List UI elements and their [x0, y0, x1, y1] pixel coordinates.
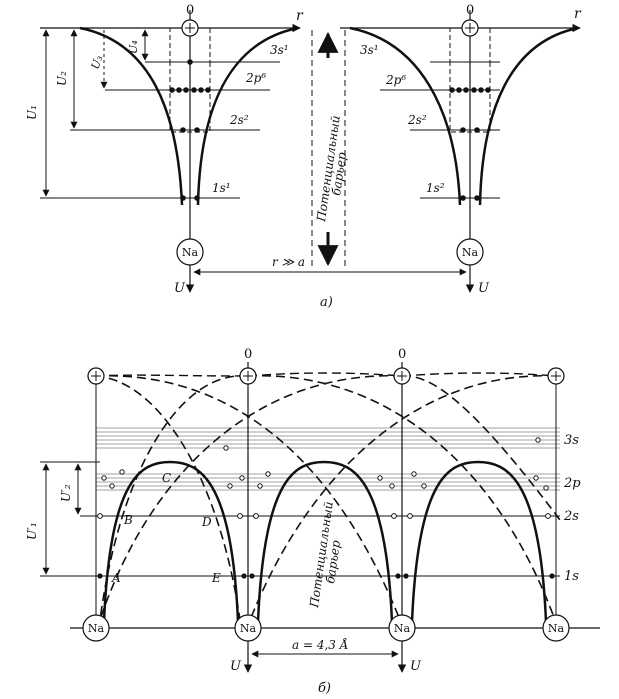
panel-b: 0 0 Na Na Na Na U U a = 4,3 Å Потенциаль…	[25, 347, 600, 696]
left-2p-electrons	[169, 87, 211, 93]
left-na-nucleus: Na	[176, 238, 204, 266]
top-nucleus-3-plus-icon	[393, 367, 411, 385]
depth-u2-prime-label: U′₂	[59, 484, 73, 502]
dashed-arc-1	[94, 375, 241, 621]
electrons-1s	[97, 573, 555, 579]
na-label-1: Na	[88, 622, 105, 635]
dashed-arc-2	[94, 375, 401, 621]
left-2s-electrons	[180, 127, 200, 133]
right-r-axis-label: r	[574, 6, 582, 22]
depth-u4-label: U₄	[127, 40, 140, 54]
crystal-well-2	[256, 460, 394, 623]
dashed-arc-4	[247, 375, 556, 621]
dashed-top-link-3	[401, 372, 557, 377]
level-label-2p: 2p	[563, 476, 581, 491]
level-label-2s: 2s	[563, 509, 579, 524]
left-u-axis-label: U	[174, 281, 186, 296]
level-label-3s: 3s	[564, 433, 579, 448]
right-potential-curve-outer	[349, 26, 462, 206]
left-level-label-1s: 1s¹	[212, 181, 231, 195]
dashed-arc-7	[401, 375, 561, 521]
panel-a-caption: а)	[320, 295, 333, 310]
u-axis-label-3: U	[410, 659, 422, 674]
left-1s-electrons	[180, 195, 200, 201]
electrons-3s	[223, 437, 541, 451]
right-level-label-2s: 2s²	[407, 113, 427, 127]
dashed-arc-3	[99, 375, 249, 621]
crystal-well-3	[410, 460, 548, 623]
na-nucleus-2: Na	[234, 614, 262, 642]
left-potential-curve-inner	[196, 26, 299, 206]
barrier-label-line2: барьер	[329, 151, 349, 196]
depth-u1-label: U₁	[25, 105, 39, 120]
top-nucleus-1-plus-icon	[87, 367, 105, 385]
point-label-e: E	[211, 571, 221, 585]
right-potential-curve-inner	[478, 26, 579, 206]
dashed-arc-5	[99, 375, 403, 621]
top-nucleus-2-plus-icon	[239, 367, 257, 385]
band-3s	[96, 427, 560, 449]
na-nucleus-1: Na	[82, 614, 110, 642]
na-nucleus-4: Na	[542, 614, 570, 642]
right-origin-label: 0	[466, 3, 474, 18]
na-label-4: Na	[548, 622, 565, 635]
right-level-label-1s: 1s²	[426, 181, 445, 195]
electrons-2s	[97, 513, 551, 519]
level-label-1s: 1s	[564, 569, 579, 584]
left-origin-label: 0	[186, 3, 194, 18]
crystal-well-1	[102, 460, 240, 623]
dashed-arc-6	[249, 375, 557, 621]
right-na-label: Na	[462, 246, 479, 259]
depth-u2-label: U₂	[55, 71, 69, 86]
right-na-nucleus: Na	[456, 238, 484, 266]
left-level-label-3s: 3s¹	[270, 43, 289, 57]
point-label-a: A	[111, 571, 121, 585]
left-top-nucleus-plus-icon	[181, 19, 199, 37]
right-level-label-3s: 3s¹	[360, 43, 379, 57]
left-r-axis-label: r	[296, 8, 304, 24]
left-level-label-2p: 2p⁶	[245, 71, 266, 85]
dashed-top-link-2	[247, 372, 403, 377]
right-2p-electrons	[449, 87, 491, 93]
origin-label-2: 0	[244, 347, 252, 362]
depth-u1-prime-label: U′₁	[25, 522, 39, 540]
left-level-label-2s: 2s²	[229, 113, 249, 127]
left-3s-electron	[187, 59, 193, 65]
crystal-barrier-label-line2: барьер	[323, 539, 343, 584]
top-nucleus-4-plus-icon	[547, 367, 565, 385]
right-u-axis-label: U	[478, 281, 490, 296]
lattice-constant-label: a = 4,3 Å	[292, 637, 348, 652]
dashed-top-link-1	[94, 374, 249, 377]
na-label-3: Na	[394, 622, 411, 635]
origin-label-3: 0	[398, 347, 406, 362]
separation-label: r ≫ a	[272, 255, 305, 269]
right-level-label-2p: 2p⁶	[385, 73, 406, 87]
right-top-nucleus-plus-icon	[461, 19, 479, 37]
point-label-c: C	[162, 471, 171, 485]
panel-b-caption: б)	[318, 681, 331, 696]
depth-u3-label: U₃	[89, 54, 106, 71]
left-potential-curve-outer	[79, 26, 184, 206]
right-2s-electrons	[460, 127, 480, 133]
right-1s-electrons	[460, 195, 480, 201]
panel-a: 0 0 r r Na Na U U r ≫ a Потенциальный ба…	[25, 3, 582, 310]
electrons-2p	[101, 469, 549, 491]
u-axis-label-2: U	[230, 659, 242, 674]
point-label-d: D	[201, 515, 212, 529]
na-label-2: Na	[240, 622, 257, 635]
na-nucleus-3: Na	[388, 614, 416, 642]
point-label-b: B	[123, 513, 133, 527]
left-na-label: Na	[182, 246, 199, 259]
